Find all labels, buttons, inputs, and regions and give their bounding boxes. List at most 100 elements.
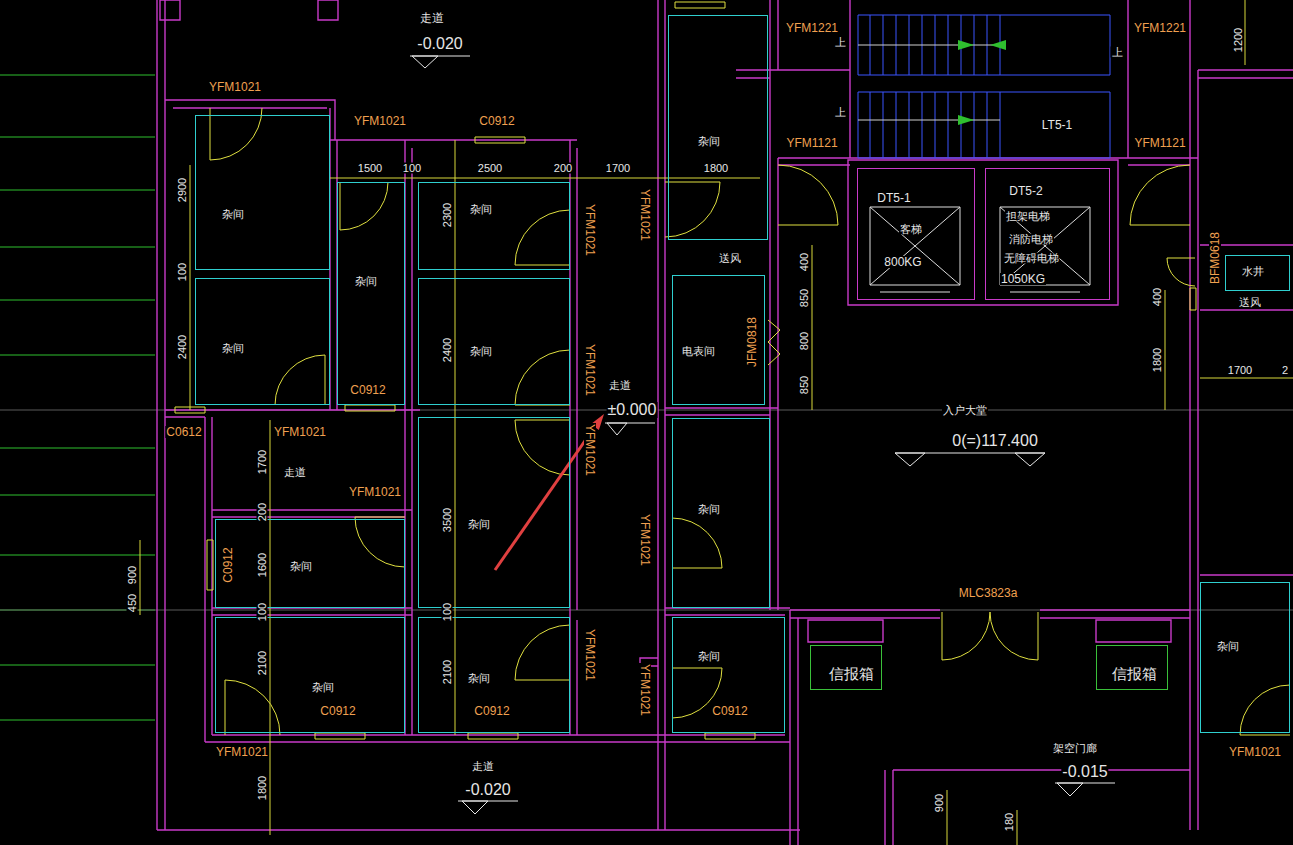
dimension: 1600 <box>257 552 268 578</box>
stair-mark: 上 <box>834 37 847 48</box>
door-code: YFM1021 <box>584 343 596 397</box>
dimension: 200 <box>553 163 573 174</box>
room-name: 信报箱 <box>828 666 875 681</box>
dimension: 100 <box>177 262 188 282</box>
room: 杂间 <box>215 617 405 733</box>
mailbox: 信报箱 <box>1096 645 1168 690</box>
dimension: 1200 <box>1233 27 1244 53</box>
door-code: JFM0818 <box>746 316 758 368</box>
room-name: 杂间 <box>311 682 335 693</box>
door-code: YFM1021 <box>273 426 327 438</box>
dimension: 1800 <box>257 775 268 801</box>
dimension: 200 <box>257 502 268 522</box>
elevation: -0.020 <box>416 36 463 52</box>
window-code: C0912 <box>711 705 748 717</box>
door-code: MLC3823a <box>958 587 1019 599</box>
window-code: C0912 <box>478 115 515 127</box>
stair-mark: 上 <box>834 107 847 118</box>
dimension-line <box>140 0 1293 845</box>
door-code: YFM1021 <box>639 188 651 242</box>
door-code: YFM1021 <box>208 81 262 93</box>
dimension: 2300 <box>442 202 453 228</box>
stair-arrow <box>958 40 1006 125</box>
room-note: 客梯 <box>899 224 923 235</box>
window-code: C0912 <box>319 705 356 717</box>
room-name: 水井 <box>1241 266 1265 277</box>
dimension: 1800 <box>703 163 729 174</box>
dimension: 2500 <box>477 163 503 174</box>
dimension: 2900 <box>177 177 188 203</box>
room: 杂间 <box>215 519 405 608</box>
window-code: C0912 <box>349 384 386 396</box>
mailbox: 信报箱 <box>810 645 882 690</box>
door-code: YFM1121 <box>1133 137 1186 149</box>
room-name: 杂间 <box>221 343 245 354</box>
area-name: 走道 <box>419 12 445 24</box>
stair-mark: 上 <box>1111 47 1124 58</box>
room-name: 杂间 <box>697 504 721 515</box>
room-note: 消防电梯 <box>1008 234 1054 245</box>
room: 杂间 <box>672 418 770 608</box>
dimension: 1800 <box>1152 347 1163 373</box>
dimension: 1700 <box>1227 365 1253 376</box>
dimension: 400 <box>799 252 810 272</box>
door-code: YFM1021 <box>639 663 651 717</box>
dimension: 400 <box>1152 287 1163 307</box>
dimension: 100 <box>442 602 453 622</box>
room-name: 杂间 <box>469 346 493 357</box>
door-code: YFM1021 <box>353 115 407 127</box>
room: 杂间 <box>195 115 330 270</box>
door-code: YFM1021 <box>584 423 596 477</box>
door-code: YFM1021 <box>215 746 269 758</box>
window <box>175 2 1196 739</box>
room-name: DT5-2 <box>1008 185 1043 197</box>
door-code: YFM1121 <box>785 137 838 149</box>
door-code: YFM1021 <box>584 203 596 257</box>
area-name: 走道 <box>608 380 632 391</box>
dimension: 900 <box>934 793 945 813</box>
room: 杂间 <box>195 278 330 405</box>
room-name: 电表间 <box>681 346 716 357</box>
room: 杂间 <box>668 15 768 240</box>
stair <box>858 15 1110 158</box>
dimension: 450 <box>127 593 138 613</box>
room-name: 杂间 <box>697 136 721 147</box>
elevation: 0(=)117.400 <box>951 433 1039 449</box>
dimension: 900 <box>127 565 138 585</box>
room-name: 杂间 <box>469 204 493 215</box>
area-name: 架空门廊 <box>1052 743 1098 754</box>
room-note: 800KG <box>883 256 922 268</box>
elevation-mark <box>410 56 1115 814</box>
dimension: 2400 <box>442 337 453 363</box>
door-code: YFM1021 <box>348 486 402 498</box>
stair-code: LT5-1 <box>1041 119 1073 131</box>
door-code: BFM0618 <box>1209 231 1221 285</box>
door-code: YFM1021 <box>639 513 651 567</box>
room-name: DT5-1 <box>876 192 911 204</box>
dimension: 2100 <box>257 650 268 676</box>
dimension: 2400 <box>177 334 188 360</box>
door-code: YFM1221 <box>785 22 839 34</box>
wall <box>157 0 1293 845</box>
room-name: 杂间 <box>467 519 491 530</box>
dimension: 2100 <box>442 659 453 685</box>
room-name: 杂间 <box>221 209 245 220</box>
dimension: 1500 <box>357 163 383 174</box>
shaft-name: 送风 <box>1238 297 1262 308</box>
dimension: 2 <box>1281 365 1289 376</box>
grid-line <box>0 75 155 720</box>
dimension: 3500 <box>442 507 453 533</box>
room: 杂间 <box>337 182 405 405</box>
room-name: 杂间 <box>289 561 313 572</box>
room-name: 杂间 <box>1216 641 1240 652</box>
room-name: 杂间 <box>467 673 491 684</box>
dimension: 100 <box>402 163 422 174</box>
room-name: 杂间 <box>354 276 378 287</box>
room-note: 担架电梯 <box>1005 211 1051 222</box>
elevator-car <box>870 207 1090 292</box>
room: 水井 <box>1225 255 1290 291</box>
elevator-shaft: DT5-1 客梯 800KG <box>857 168 975 300</box>
window-code: C0612 <box>165 426 202 438</box>
